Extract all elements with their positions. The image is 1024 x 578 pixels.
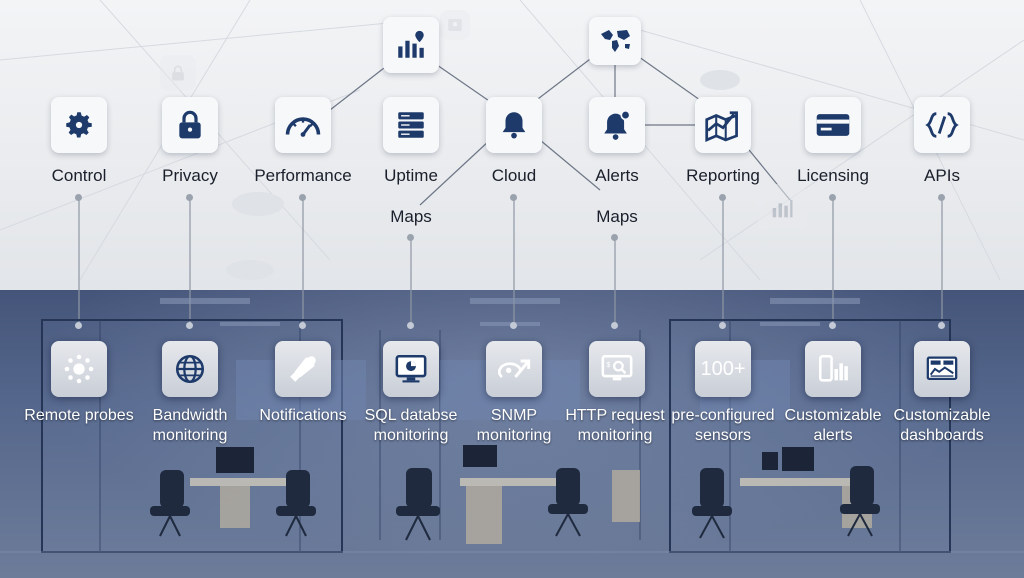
label-custom-dashboards-1: Customizable [893,407,991,424]
label-licensing: Licensing [797,166,869,185]
bar-chart-pin-icon [383,17,439,73]
label-custom-alerts-2: alerts [813,427,853,444]
top-tile-apis[interactable] [914,97,970,153]
top-tile-privacy[interactable] [162,97,218,153]
server-stack-icon [398,112,424,138]
label-remote-probes: Remote probes [24,407,134,424]
hundred-plus-icon: 100+ [700,357,746,380]
label-control: Control [51,166,107,185]
label-performance: Performance [254,166,352,185]
connector-dot [75,194,82,201]
label-sensors-2: sensors [694,427,752,444]
connector-dot [938,194,945,201]
label-custom-alerts-1: Customizable [784,407,882,424]
top-tile-licensing[interactable] [805,97,861,153]
label-http-2: monitoring [577,427,653,444]
snmp-arrow-icon [498,359,531,379]
bottom-tile-custom-alerts[interactable] [805,341,861,397]
chart-icon-faded [758,184,806,232]
connector-dot [510,194,517,201]
connector-dot [299,322,306,329]
label-maps-right: Maps [596,207,638,226]
card-icon [816,114,850,136]
connector-dot [719,194,726,201]
bell-icon [502,112,526,139]
bottom-tile-custom-dashboards[interactable] [914,341,970,397]
connector-dot [510,322,517,329]
connector-dot [407,322,414,329]
top-tile-performance[interactable] [275,97,331,153]
megaphone-icon [290,356,316,382]
label-sql-1: SQL databse [364,407,458,424]
phone-bars-icon [818,354,848,382]
bottom-tile-sql[interactable] [383,341,439,397]
label-custom-dashboards-2: dashboards [900,427,984,444]
bottom-tile-remote-probes[interactable] [51,341,107,397]
label-privacy: Privacy [162,166,218,185]
office-glow [0,290,1024,578]
map-chart-icon [705,111,738,142]
connector-dot [299,194,306,201]
label-bandwidth-2: monitoring [152,427,228,444]
probe-burst-icon [64,354,94,384]
top-tile-cloud[interactable] [486,97,542,153]
connector-dot [719,322,726,329]
monitor-search-icon: $ [601,354,633,381]
connector-dot [75,322,82,329]
connector-dot [938,322,945,329]
label-apis: APIs [924,166,960,185]
dashboard-icon [926,356,958,381]
label-cloud: Cloud [491,166,537,185]
bottom-tile-sensors[interactable]: 100+ [695,341,751,397]
lock-icon-faded [160,55,196,91]
lock-icon [179,110,201,139]
connector-dot [829,322,836,329]
code-icon [925,112,959,138]
svg-text:$: $ [606,361,610,369]
label-sql-2: monitoring [373,427,449,444]
label-maps-left: Maps [390,207,432,226]
globe-icon [175,354,205,384]
user-card-icon-faded [440,10,470,40]
bottom-tile-notifications[interactable] [275,341,331,397]
top-tile-control[interactable] [51,97,107,153]
connector-dot [829,194,836,201]
bottom-tile-http[interactable]: $ [589,341,645,397]
connector-dot [611,234,618,241]
gear-icon [66,112,92,138]
label-notifications: Notifications [259,407,347,424]
label-http-1: HTTP request [565,407,665,424]
connector-dot [186,194,193,201]
label-snmp-1: SNMP [490,407,538,424]
bottom-tile-bandwidth[interactable] [162,341,218,397]
monitor-icon [395,354,427,383]
label-bandwidth-1: Bandwidth [152,407,228,424]
speedometer-icon [285,117,321,137]
bell-alert-icon [604,109,631,140]
connector-dot [611,322,618,329]
office-background [0,290,1024,578]
label-reporting: Reporting [686,166,760,185]
connector-dot [186,322,193,329]
label-sensors-1: pre-configured [671,407,775,424]
label-alerts: Alerts [595,166,639,185]
label-uptime: Uptime [384,166,438,185]
label-snmp-2: monitoring [476,427,552,444]
top-tile-uptime[interactable] [383,97,439,153]
connector-dot [407,234,414,241]
world-map-icon [589,17,641,65]
bottom-tile-snmp[interactable] [486,341,542,397]
top-tile-alerts[interactable] [589,97,645,153]
top-tile-reporting[interactable] [695,97,751,153]
